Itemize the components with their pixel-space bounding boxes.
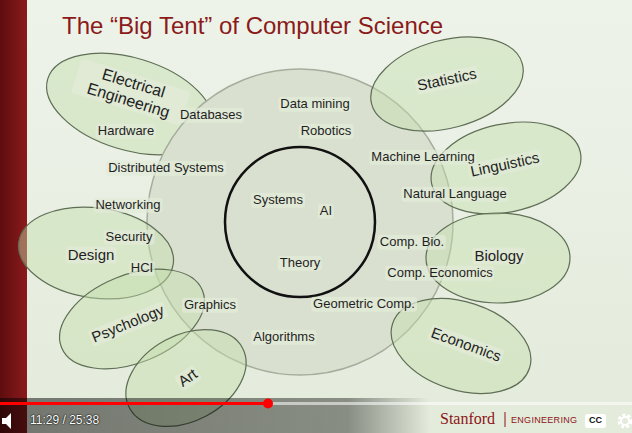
video-time: 11:29 / 25:38 xyxy=(30,414,99,427)
gear-icon xyxy=(619,415,631,427)
topic-label: HCI xyxy=(129,261,155,276)
speaker-icon xyxy=(2,413,11,429)
core-circle-shape xyxy=(225,147,375,297)
topic-label: Geometric Comp. xyxy=(311,297,417,312)
cc-box xyxy=(585,414,606,428)
topic-label: Algorithms xyxy=(251,330,316,345)
field-label: Hardware xyxy=(96,124,156,139)
progress-knob xyxy=(263,399,273,409)
topic-label: Systems xyxy=(251,193,305,208)
field-ellipse-shape xyxy=(426,213,570,303)
topic-label: Robotics xyxy=(299,124,354,139)
field-ellipse-shape xyxy=(379,282,543,410)
logo-text: ENGINEERING xyxy=(511,416,577,426)
topic-label: Networking xyxy=(93,198,162,213)
field-ellipse: Biology xyxy=(420,208,576,308)
gear-icon xyxy=(621,417,629,425)
side-band xyxy=(0,0,27,433)
field-ellipse: Linguistics xyxy=(422,112,592,224)
field-ellipse-shape xyxy=(423,109,590,227)
topic-label: Comp. Bio. xyxy=(378,235,446,250)
slide-title: The “Big Tent” of Computer Science xyxy=(62,12,443,40)
core-circle-outline xyxy=(223,145,377,299)
core-circle: SystemsAI Theory xyxy=(223,145,377,299)
topic-label: Security xyxy=(104,230,155,245)
logo-separator xyxy=(505,412,506,427)
topic-label: Databases xyxy=(178,108,244,123)
topic-label: Data mining xyxy=(278,97,351,112)
topic-label: Distributed Systems xyxy=(106,161,226,176)
logo-text: Stanford xyxy=(440,410,495,428)
cc-text: CC xyxy=(589,416,602,426)
field-label: Design xyxy=(66,247,117,264)
topic-label: Comp. Economics xyxy=(385,266,494,281)
progress-track xyxy=(0,402,632,405)
topic-label: Machine Learning xyxy=(369,150,476,165)
topic-label: Graphics xyxy=(182,298,238,313)
progress-fill xyxy=(0,402,268,405)
field-label: Biology xyxy=(472,248,525,265)
topic-label: Theory xyxy=(278,256,322,271)
topic-label: Natural Language xyxy=(401,187,508,202)
topic-label: AI xyxy=(318,204,334,219)
player-bar xyxy=(0,398,632,433)
